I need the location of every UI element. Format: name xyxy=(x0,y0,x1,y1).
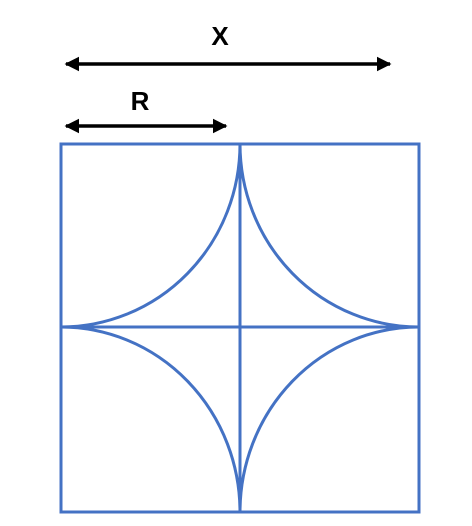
arc-bottom-left xyxy=(60,325,242,513)
arc-top-right xyxy=(238,143,420,329)
arc-top-left xyxy=(60,143,242,329)
arc-bottom-right xyxy=(238,325,420,513)
dimension-r-label: R xyxy=(131,86,150,116)
square-shape xyxy=(59,142,421,514)
dimension-r: R xyxy=(64,86,228,134)
dimension-x: X xyxy=(64,21,392,72)
dimension-x-label: X xyxy=(211,21,229,51)
